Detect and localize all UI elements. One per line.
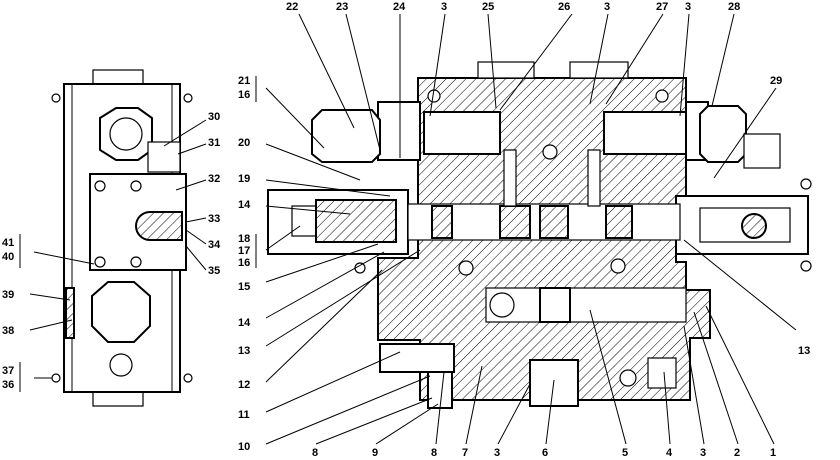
- side-view: [51, 69, 193, 407]
- callout-26: 26: [558, 1, 570, 13]
- callout-9: 9: [372, 447, 378, 459]
- section-view: [267, 61, 812, 409]
- callout-38: 38: [2, 325, 14, 337]
- top-plug-right: [569, 61, 629, 79]
- callout-41: 41: [2, 237, 14, 249]
- callout-8: 8: [312, 447, 318, 459]
- side-view-fitting: [147, 141, 181, 173]
- callout-39: 39: [2, 289, 14, 301]
- callout-22: 22: [286, 1, 298, 13]
- callout-25: 25: [482, 1, 494, 13]
- callout-32: 32: [208, 173, 220, 185]
- callout-3: 3: [700, 447, 706, 459]
- callout-16: 16: [238, 257, 250, 269]
- callout-37: 37: [2, 365, 14, 377]
- callout-14: 14: [238, 199, 251, 211]
- callout-34: 34: [208, 239, 221, 251]
- callout-3: 3: [685, 1, 691, 13]
- right-fitting-nut: [699, 105, 747, 163]
- callout-3: 3: [441, 1, 447, 13]
- callout-2: 2: [734, 447, 740, 459]
- callout-12: 12: [238, 379, 250, 391]
- callout-13: 13: [238, 345, 250, 357]
- callout-11: 11: [238, 409, 250, 421]
- callout-24: 24: [393, 1, 406, 13]
- callout-14: 14: [238, 317, 251, 329]
- callout-8: 8: [431, 447, 437, 459]
- callout-3: 3: [604, 1, 610, 13]
- callout-21: 21: [238, 75, 250, 87]
- callout-23: 23: [336, 1, 348, 13]
- callout-7: 7: [462, 447, 468, 459]
- relief-valve: [485, 287, 687, 323]
- callout-35: 35: [208, 265, 220, 277]
- callout-28: 28: [728, 1, 740, 13]
- leader-lines: [19, 13, 797, 445]
- side-view-bottom-cap: [92, 391, 144, 407]
- callout-10: 10: [238, 441, 250, 453]
- callout-16: 16: [238, 89, 250, 101]
- side-view-lower-nut: [91, 281, 151, 343]
- callout-labels: 22 23 24 3 25 26 3 27 3 28 21 16 20 19 1…: [2, 1, 810, 459]
- callout-40: 40: [2, 251, 14, 263]
- callout-33: 33: [208, 213, 220, 225]
- callout-5: 5: [622, 447, 628, 459]
- callout-17: 17: [238, 245, 250, 257]
- callout-1: 1: [770, 447, 776, 459]
- left-fitting-nut: [311, 109, 381, 163]
- callout-19: 19: [238, 173, 250, 185]
- callout-6: 6: [542, 447, 548, 459]
- callout-3: 3: [494, 447, 500, 459]
- callout-20: 20: [238, 137, 250, 149]
- callout-31: 31: [208, 137, 220, 149]
- callout-36: 36: [2, 379, 14, 391]
- callout-13: 13: [798, 345, 810, 357]
- callout-27: 27: [656, 1, 668, 13]
- side-view-top-cap: [92, 69, 144, 85]
- callout-4: 4: [666, 447, 673, 459]
- callout-29: 29: [770, 75, 782, 87]
- callout-30: 30: [208, 111, 220, 123]
- left-lower-plug: [379, 343, 455, 373]
- callout-18: 18: [238, 233, 250, 245]
- callout-15: 15: [238, 281, 250, 293]
